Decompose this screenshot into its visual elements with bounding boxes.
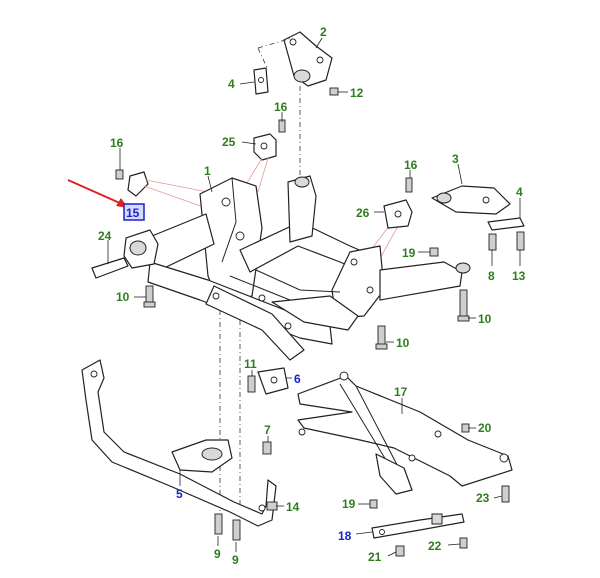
callout-19[interactable]: 19 xyxy=(402,246,416,260)
part-24-shim[interactable] xyxy=(91,257,129,279)
callout-3[interactable]: 3 xyxy=(452,152,459,166)
bolt-22[interactable] xyxy=(459,537,468,549)
red-pointer-arrow xyxy=(67,179,128,208)
callout-4[interactable]: 4 xyxy=(228,77,235,91)
callout-15[interactable]: 15 xyxy=(126,206,140,220)
bolt-12[interactable] xyxy=(329,87,348,96)
callout-16[interactable]: 16 xyxy=(274,100,288,114)
callout-1[interactable]: 1 xyxy=(204,164,211,178)
callout-26[interactable]: 26 xyxy=(356,206,370,220)
callout-5[interactable]: 5 xyxy=(176,487,183,501)
bolt-20[interactable] xyxy=(461,423,470,433)
callout-17[interactable]: 17 xyxy=(394,385,408,399)
callout-2[interactable]: 2 xyxy=(320,25,327,39)
part-1-subframe[interactable] xyxy=(145,175,471,361)
part-4-small-bracket[interactable] xyxy=(253,67,269,95)
callout-9[interactable]: 9 xyxy=(214,547,221,561)
callout-4[interactable]: 4 xyxy=(516,185,523,199)
bolt-10-left[interactable] xyxy=(143,285,156,308)
part-25-bracket[interactable] xyxy=(253,133,277,161)
callout-15-highlight-box xyxy=(123,203,145,221)
part-6-bracket[interactable] xyxy=(257,367,289,395)
callout-6[interactable]: 6 xyxy=(294,372,301,386)
callout-16[interactable]: 16 xyxy=(404,158,418,172)
callout-23[interactable]: 23 xyxy=(476,491,490,505)
bolt-7[interactable] xyxy=(262,441,272,455)
part-26-bracket[interactable] xyxy=(383,199,413,229)
left-mount-bushing[interactable] xyxy=(123,229,159,269)
bolt-23[interactable] xyxy=(501,485,510,503)
callout-13[interactable]: 13 xyxy=(512,269,526,283)
bolt-19-lower[interactable] xyxy=(369,499,378,509)
part-2-mount-bracket[interactable] xyxy=(283,31,333,87)
bolt-10-right[interactable] xyxy=(457,289,470,322)
bolt-19-upper[interactable] xyxy=(429,247,439,257)
callout-21[interactable]: 21 xyxy=(368,550,382,564)
bolt-9-left[interactable] xyxy=(214,513,223,535)
bolt-8[interactable] xyxy=(488,233,497,251)
part-18-bar[interactable] xyxy=(371,513,465,539)
callout-24[interactable]: 24 xyxy=(98,229,112,243)
part-4-right-bracket[interactable] xyxy=(487,217,525,231)
part-17-cross-brace[interactable] xyxy=(297,371,513,495)
callout-leaders xyxy=(107,37,521,557)
callout-25[interactable]: 25 xyxy=(222,135,236,149)
callout-12[interactable]: 12 xyxy=(350,86,364,100)
callout-20[interactable]: 20 xyxy=(478,421,492,435)
centerline xyxy=(257,37,301,180)
callout-10[interactable]: 10 xyxy=(478,312,492,326)
bolt-21[interactable] xyxy=(395,545,405,557)
bolt-9-right[interactable] xyxy=(232,519,241,541)
bolt-13[interactable] xyxy=(516,231,525,251)
bolt-16-right[interactable] xyxy=(405,177,413,193)
centerline xyxy=(219,310,241,520)
callout-14[interactable]: 14 xyxy=(286,500,300,514)
callout-18[interactable]: 18 xyxy=(338,529,352,543)
callout-9[interactable]: 9 xyxy=(232,553,239,567)
callout-16[interactable]: 16 xyxy=(110,136,124,150)
callout-22[interactable]: 22 xyxy=(428,539,442,553)
callout-8[interactable]: 8 xyxy=(488,269,495,283)
callout-labels: 2 4 12 16 25 16 1 15 24 10 16 3 4 26 19 … xyxy=(98,25,526,567)
callout-7[interactable]: 7 xyxy=(264,423,271,437)
part-15-bracket[interactable] xyxy=(127,171,149,197)
bolt-16-left[interactable] xyxy=(115,169,124,180)
part-5-front-frame[interactable] xyxy=(81,359,277,527)
callout-19[interactable]: 19 xyxy=(342,497,356,511)
callout-10[interactable]: 10 xyxy=(116,290,130,304)
bolt-11[interactable] xyxy=(247,375,256,393)
bolt-14[interactable] xyxy=(266,501,278,511)
callout-10[interactable]: 10 xyxy=(396,336,410,350)
bolt-10-mid[interactable] xyxy=(375,325,388,350)
part-3-mount-bracket[interactable] xyxy=(431,185,511,215)
callout-11[interactable]: 11 xyxy=(244,357,257,371)
